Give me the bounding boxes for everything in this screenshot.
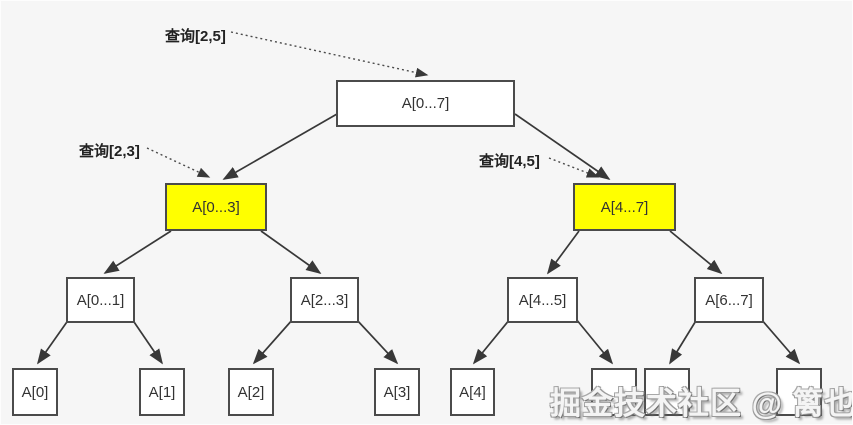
tree-leaf-A3: A[3] bbox=[374, 368, 420, 416]
node-label: A[0...3] bbox=[192, 198, 240, 216]
node-label: A[4...5] bbox=[518, 291, 567, 309]
tree-node-A4-5: A[4...5] bbox=[507, 277, 578, 323]
node-label: A[2] bbox=[237, 383, 265, 401]
tree-leaf-A1: A[1] bbox=[139, 368, 185, 416]
tree-leaf-A6 bbox=[644, 368, 690, 416]
node-label: A[0...1] bbox=[76, 291, 125, 309]
tree-leaf-A5 bbox=[591, 368, 637, 416]
tree-leaf-A2: A[2] bbox=[228, 368, 274, 416]
node-label: A[4] bbox=[459, 383, 486, 401]
node-label: A[0...7] bbox=[401, 95, 450, 112]
node-label: A[2...3] bbox=[300, 291, 349, 309]
query-label-2-5: 查询[2,5] bbox=[165, 28, 226, 45]
tree-node-A2-3: A[2...3] bbox=[290, 277, 359, 323]
tree-leaf-A7 bbox=[776, 368, 822, 416]
watermark-text: 掘金技术社区 @ 篱也不篱 bbox=[550, 386, 853, 421]
tree-leaf-A0: A[0] bbox=[12, 368, 58, 416]
tree-node-A4-7: A[4...7] bbox=[573, 183, 676, 231]
tree-leaf-A4: A[4] bbox=[450, 368, 495, 416]
query-label-2-3: 查询[2,3] bbox=[79, 143, 140, 160]
node-label: A[0] bbox=[21, 383, 49, 401]
solid-edges bbox=[37, 113, 801, 365]
tree-node-root-A0-7: A[0...7] bbox=[336, 80, 515, 127]
query-label-4-5: 查询[4,5] bbox=[479, 153, 540, 170]
node-label: A[1] bbox=[148, 383, 176, 401]
node-label: A[4...7] bbox=[600, 198, 649, 216]
tree-node-A6-7: A[6...7] bbox=[694, 277, 764, 323]
tree-node-A0-1: A[0...1] bbox=[66, 277, 135, 323]
node-label: A[3] bbox=[383, 383, 411, 401]
tree-node-A0-3: A[0...3] bbox=[165, 183, 267, 231]
node-label: A[6...7] bbox=[705, 291, 753, 309]
query-dotted-edges bbox=[146, 31, 600, 178]
